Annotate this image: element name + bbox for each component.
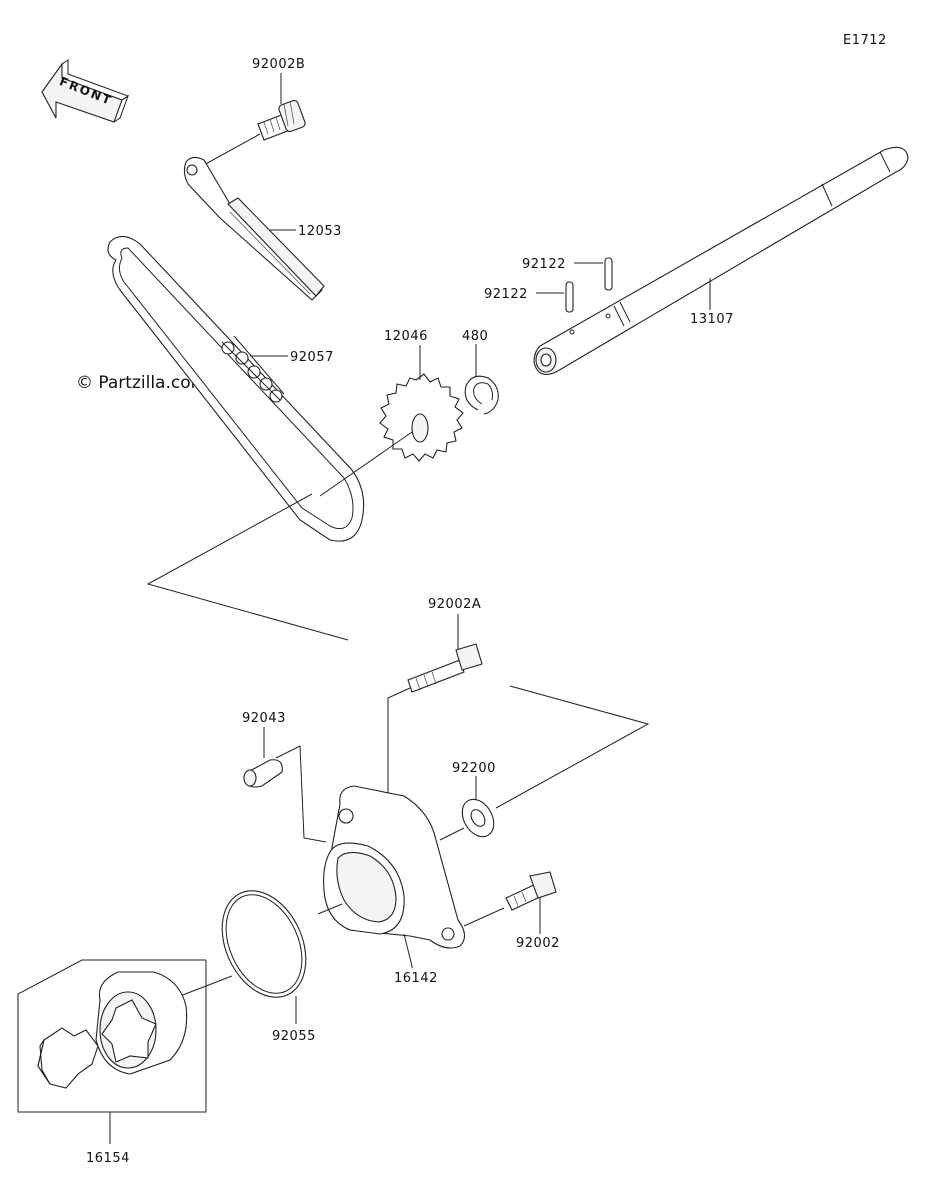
rotor-16154[interactable] <box>95 971 188 1075</box>
label-92122-upper: 92122 <box>522 257 566 272</box>
label-12046: 12046 <box>384 329 428 344</box>
inner-rotor-16154[interactable] <box>37 1027 99 1089</box>
bolt-92002[interactable] <box>505 871 557 911</box>
front-arrow-icon: FRONT <box>41 59 130 123</box>
label-16154: 16154 <box>86 1151 130 1166</box>
watermark: © Partzilla.com <box>76 373 207 393</box>
label-13107: 13107 <box>690 312 734 327</box>
label-92002: 92002 <box>516 936 560 951</box>
label-92002A: 92002A <box>428 597 481 612</box>
bolt-92002A[interactable] <box>407 643 483 693</box>
sprocket-12046[interactable] <box>379 373 464 462</box>
chain-links-sample <box>221 335 285 403</box>
chain-guide-12053[interactable] <box>183 156 325 301</box>
label-92122-lower: 92122 <box>484 287 528 302</box>
shaft-13107[interactable] <box>533 146 909 375</box>
label-92055: 92055 <box>272 1029 316 1044</box>
label-92043: 92043 <box>242 711 286 726</box>
pin-92122-upper[interactable] <box>604 257 613 291</box>
diagram-code: E1712 <box>843 33 887 48</box>
label-480: 480 <box>462 329 488 344</box>
label-12053: 12053 <box>298 224 342 239</box>
o-ring-92055[interactable] <box>206 877 322 1011</box>
pin-92122-lower[interactable] <box>565 281 574 313</box>
circlip-480[interactable] <box>464 375 499 415</box>
label-16142: 16142 <box>394 971 438 986</box>
washer-92200[interactable] <box>456 794 500 843</box>
bolt-92002B[interactable] <box>257 99 306 141</box>
label-92200: 92200 <box>452 761 496 776</box>
housing-16142[interactable] <box>323 785 466 949</box>
dowel-pin-92043[interactable] <box>243 759 283 788</box>
chain-92057[interactable] <box>107 235 365 542</box>
label-92057: 92057 <box>290 350 334 365</box>
label-92002B: 92002B <box>252 57 305 72</box>
